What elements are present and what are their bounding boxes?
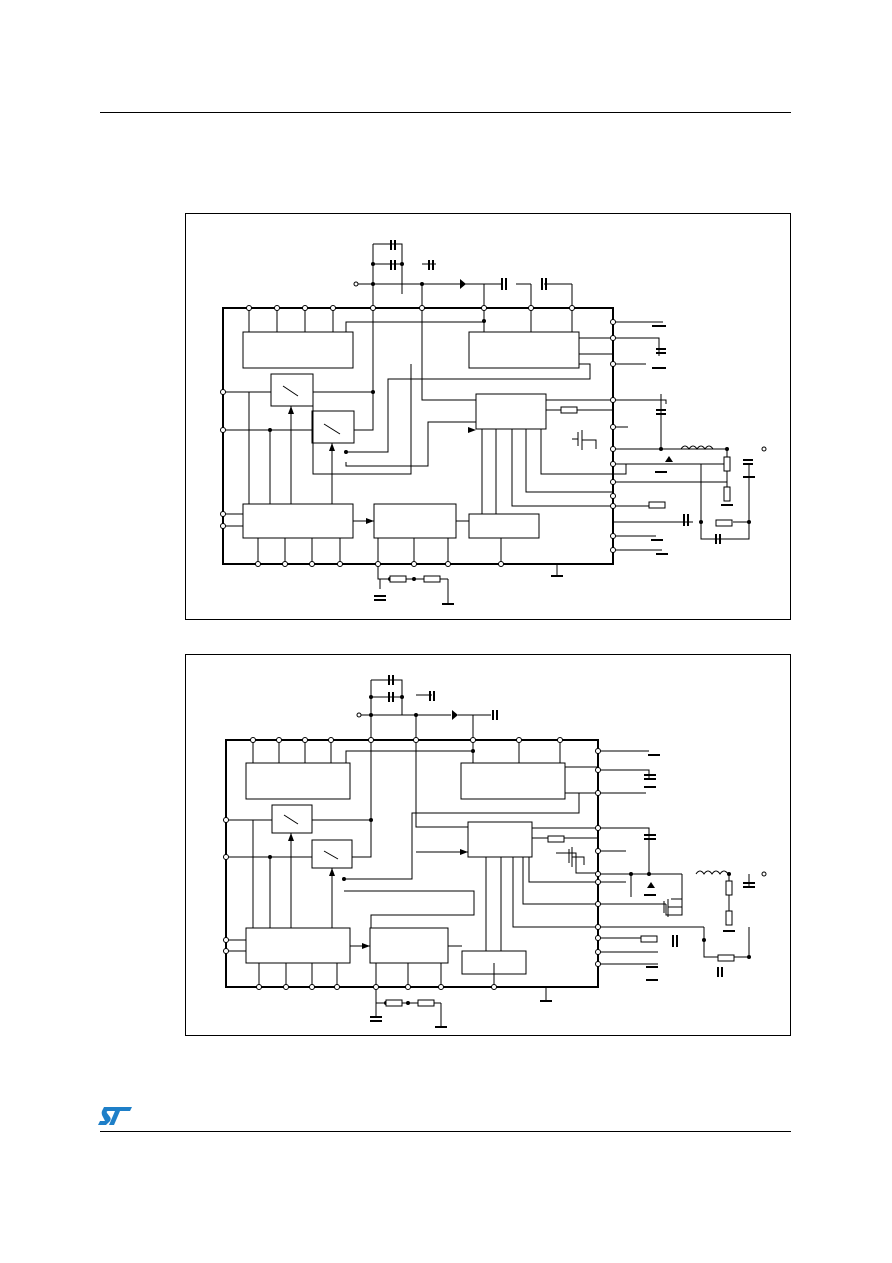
block-top-right (468, 331, 580, 369)
block-top-left (242, 331, 354, 369)
block-bottom-right (468, 513, 540, 539)
ic-outline-2 (225, 739, 599, 988)
block-bottom-left (242, 503, 354, 539)
header-rule (100, 112, 791, 113)
figure-1-frame (185, 213, 791, 620)
st-logo (98, 1107, 132, 1125)
block-bottom-mid (373, 503, 457, 539)
figure-1-schematic (220, 240, 767, 605)
footer-rule (100, 1131, 791, 1132)
switch-box-3 (271, 804, 313, 834)
figure-2-frame (185, 654, 791, 1036)
block-bottom-mid-2 (369, 927, 449, 964)
switch-box-2 (311, 410, 355, 444)
block-center (475, 393, 547, 430)
block-center-2 (467, 821, 533, 858)
block-top-right-2 (460, 762, 566, 800)
block-bottom-left-2 (245, 927, 351, 964)
switch-box-4 (311, 839, 353, 869)
figure-2-schematic (223, 675, 767, 1028)
block-top-left-2 (245, 762, 351, 800)
ic-outline (222, 307, 614, 565)
switch-box-1 (270, 373, 314, 407)
